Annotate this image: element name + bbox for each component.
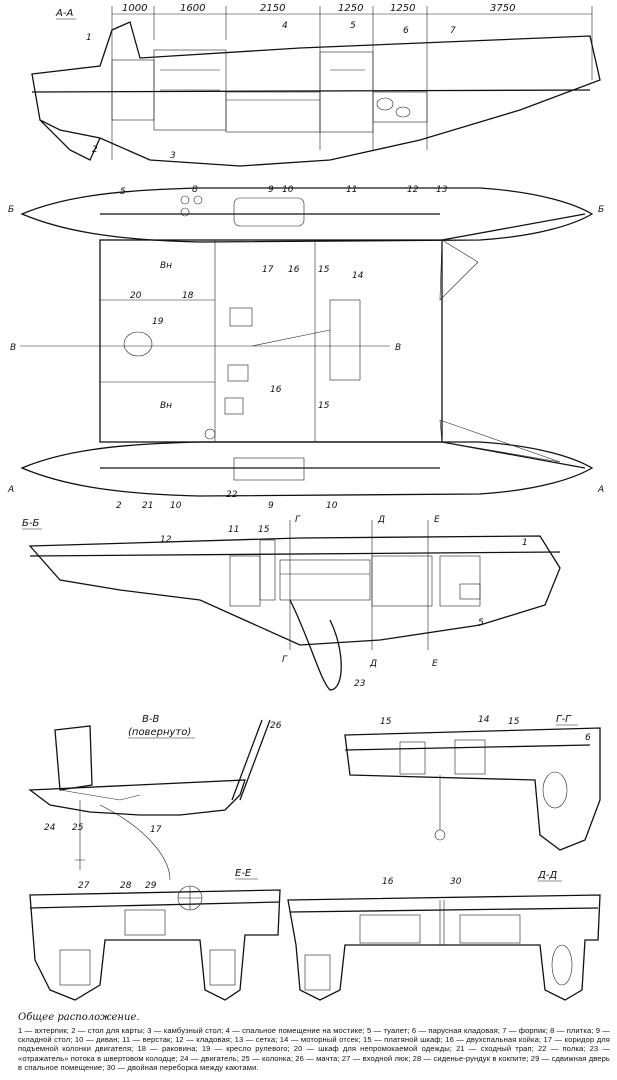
cut-mark: А — [7, 485, 14, 495]
callout: 9 — [268, 501, 274, 511]
callout: 15 — [380, 717, 392, 727]
callout: 12 — [160, 535, 172, 545]
callout: 15 — [508, 717, 520, 727]
callout: 10 — [282, 185, 294, 195]
callout: 8 — [192, 185, 198, 195]
callout: 10 — [326, 501, 338, 511]
callout: 11 — [228, 525, 239, 535]
section-vv: В-В (повернуто) 26 24 25 17 — [28, 714, 282, 881]
callout: 21 — [142, 501, 153, 511]
callout: 2 — [116, 501, 122, 511]
callout: 28 — [120, 881, 132, 891]
dimension-label: 1250 — [390, 3, 415, 14]
callout: 16 — [288, 265, 300, 275]
callout: 19 — [152, 317, 164, 327]
section-gg: Г-Г 15 14 15 6 — [344, 714, 601, 851]
callout: 5 — [350, 21, 356, 31]
callout: 30 — [450, 877, 462, 887]
callout: 15 — [318, 265, 330, 275]
cut-mark: А — [597, 485, 604, 495]
cut-mark: Д — [369, 659, 377, 669]
callout: 17 — [150, 825, 162, 835]
section-ee-title: Е-Е — [235, 868, 252, 879]
dimension-label: 1000 — [122, 3, 147, 14]
cut-mark: В — [395, 343, 401, 353]
callout: 9 — [268, 185, 274, 195]
callout: 18 — [182, 291, 194, 301]
callout: 1 — [522, 538, 528, 548]
section-aa: А-А 1000 1600 2150 1250 1250 3750 1 2 — [31, 3, 601, 167]
callout: 14 — [352, 271, 364, 281]
figure-caption: Общее расположение. 1 — ахтерпик; 2 — ст… — [18, 1012, 610, 1072]
cut-mark: Вн — [160, 261, 172, 271]
callout: 17 — [262, 265, 274, 275]
callout: 5 — [478, 618, 484, 628]
section-gg-title: Г-Г — [556, 714, 572, 725]
section-vv-title: В-В — [142, 714, 159, 725]
cut-mark: Г — [282, 655, 288, 665]
callout: 16 — [270, 385, 282, 395]
dimension-label: 1600 — [180, 3, 205, 14]
callout: 20 — [130, 291, 142, 301]
callout: 13 — [436, 185, 448, 195]
section-ee: Е-Е 27 28 29 — [29, 868, 281, 1001]
section-dd-title: Д-Д — [537, 870, 557, 881]
section-aa-title: А-А — [55, 8, 73, 19]
dimension-label: 2150 — [260, 3, 285, 14]
callout: 2 — [92, 145, 98, 155]
cut-mark: Б — [598, 205, 604, 215]
caption-title: Общее расположение. — [18, 1012, 140, 1023]
drawing-canvas: А-А 1000 1600 2150 1250 1250 3750 1 2 — [7, 3, 604, 1001]
callout: 12 — [407, 185, 419, 195]
cut-mark: Вн — [160, 401, 172, 411]
callout: 6 — [403, 26, 409, 36]
callout: 15 — [318, 401, 330, 411]
callout: 25 — [72, 823, 84, 833]
callout: 15 — [258, 525, 270, 535]
section-vv-note: (повернуто) — [128, 727, 191, 738]
cut-mark: Д — [377, 515, 385, 525]
callout: 3 — [170, 151, 176, 161]
callout: 27 — [78, 881, 90, 891]
callout: 7 — [450, 26, 456, 36]
callout: 5 — [120, 187, 126, 197]
cut-mark: Е — [434, 515, 440, 525]
callout: 6 — [585, 733, 591, 743]
callout: 23 — [354, 679, 366, 689]
callout: 24 — [44, 823, 56, 833]
dimension-label: 3750 — [490, 3, 515, 14]
callout: 4 — [282, 21, 288, 31]
callout: 22 — [226, 490, 238, 500]
callout: 29 — [145, 881, 157, 891]
plan-view: Б Б В В А А Вн Вн 5 8 9 10 11 12 13 20 1… — [7, 185, 604, 511]
section-bb-title: Б-Б — [22, 518, 39, 529]
cut-mark: Е — [432, 659, 438, 669]
callout: 26 — [270, 721, 282, 731]
callout: 10 — [170, 501, 182, 511]
cut-mark: Г — [295, 515, 301, 525]
dimension-label: 1250 — [338, 3, 363, 14]
callout: 16 — [382, 877, 394, 887]
section-dd: Д-Д 16 30 — [287, 870, 601, 1001]
callout: 11 — [346, 185, 357, 195]
caption-legend: 1 — ахтерпик; 2 — стол для карты; 3 — ка… — [18, 1026, 610, 1072]
callout: 1 — [86, 33, 92, 43]
cut-mark: Б — [8, 205, 14, 215]
cut-mark: В — [10, 343, 16, 353]
callout: 14 — [478, 715, 490, 725]
section-bb: Б-Б Г Д Е Г Д Е 12 11 15 1 5 23 — [22, 515, 561, 691]
